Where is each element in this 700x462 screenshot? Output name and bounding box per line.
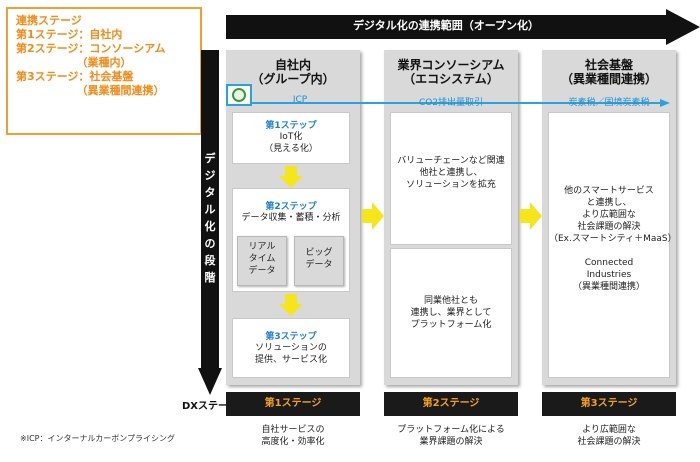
realtime-data-text: リアル タイム データ xyxy=(248,242,276,276)
band-label-emission-trading: CO2排出量取引 xyxy=(418,98,484,108)
stage-result-1: 自社サービスの 高度化・効率化 xyxy=(261,425,325,447)
carbon-icon xyxy=(226,84,252,106)
big-data-box: ビッグ データ xyxy=(294,236,344,286)
stage-result-3: より広範囲な 社会課題の解決 xyxy=(577,425,641,447)
carbon-band-line xyxy=(252,99,670,107)
right-arrow-icon xyxy=(520,202,542,230)
step2-title: 第2ステップ xyxy=(265,202,317,212)
consortium-lower-box: 同業他社とも 連携し、業界として プラットフォーム化 xyxy=(390,248,512,378)
consortium-upper-text: バリューチェーンなど関連 他社と連携し、 ソリューションを拡充 xyxy=(397,156,505,190)
step1-text: IoT化 （見える化） xyxy=(264,132,318,154)
step2-text: データ収集・蓄積・分析 xyxy=(241,213,341,223)
stage-bar-2: 第2ステージ xyxy=(384,392,518,416)
legend-line: 第1ステージ：自社内 xyxy=(16,28,123,41)
step3-title: 第3ステップ xyxy=(265,332,317,342)
stage-legend: 連携ステージ 第1ステージ：自社内 第2ステージ：コンソーシアム （業種内） 第… xyxy=(6,7,202,135)
big-data-text: ビッグ データ xyxy=(305,248,333,270)
step3-box: 第3ステップ ソリューションの 提供、サービス化 xyxy=(232,318,350,378)
column-title: 業界コンソーシアム （エコシステム） xyxy=(397,58,505,86)
step1-box: 第1ステップ IoT化 （見える化） xyxy=(232,112,350,164)
openness-arrow xyxy=(226,9,700,45)
stage-bar-3: 第3ステージ xyxy=(542,392,676,416)
legend-line: 第3ステージ：社会基盤 xyxy=(16,70,134,83)
right-arrow-icon xyxy=(362,202,384,230)
realtime-data-box: リアル タイム データ xyxy=(237,236,287,286)
footnote: ※ICP：インターナルカーボンプライシング xyxy=(20,434,175,443)
legend-line: 第2ステージ：コンソーシアム xyxy=(16,42,166,55)
digitalization-arrow-label: デジタル化の段階 xyxy=(204,152,216,284)
legend-line: （業種内） xyxy=(16,56,132,69)
dx-stage-label: DXステージ xyxy=(182,401,238,412)
band-label-icp: ICP xyxy=(292,95,308,105)
step3-text: ソリューションの 提供、サービス化 xyxy=(254,343,327,365)
social-infra-text: 他のスマートサービス と連携し、 より広範囲な 社会課題の解決 （Ex.スマート… xyxy=(549,186,677,292)
band-label-carbon-tax: 炭素税／国境炭素税 xyxy=(568,98,650,108)
column-title: 自社内 （グループ内） xyxy=(251,58,335,86)
down-arrow-icon xyxy=(279,294,303,316)
step1-title: 第1ステップ xyxy=(265,121,317,131)
social-infra-box: 他のスマートサービス と連携し、 より広範囲な 社会課題の解決 （Ex.スマート… xyxy=(548,112,677,378)
legend-line: 連携ステージ xyxy=(16,14,82,27)
consortium-lower-text: 同業他社とも 連携し、業界として プラットフォーム化 xyxy=(410,296,492,330)
legend-line: （異業種間連携） xyxy=(16,84,165,97)
down-arrow-icon xyxy=(279,166,303,188)
consortium-upper-box: バリューチェーンなど関連 他社と連携し、 ソリューションを拡充 xyxy=(390,112,512,245)
openness-arrow-label: デジタル化の連携範囲（オープン化） xyxy=(352,19,540,32)
stage-result-2: プラットフォーム化による 業界課題の解決 xyxy=(397,425,505,447)
column-title: 社会基盤 （異業種間連携） xyxy=(560,58,657,86)
digitalization-arrow xyxy=(198,50,222,395)
stage-bar-1: 第1ステージ xyxy=(226,392,360,416)
